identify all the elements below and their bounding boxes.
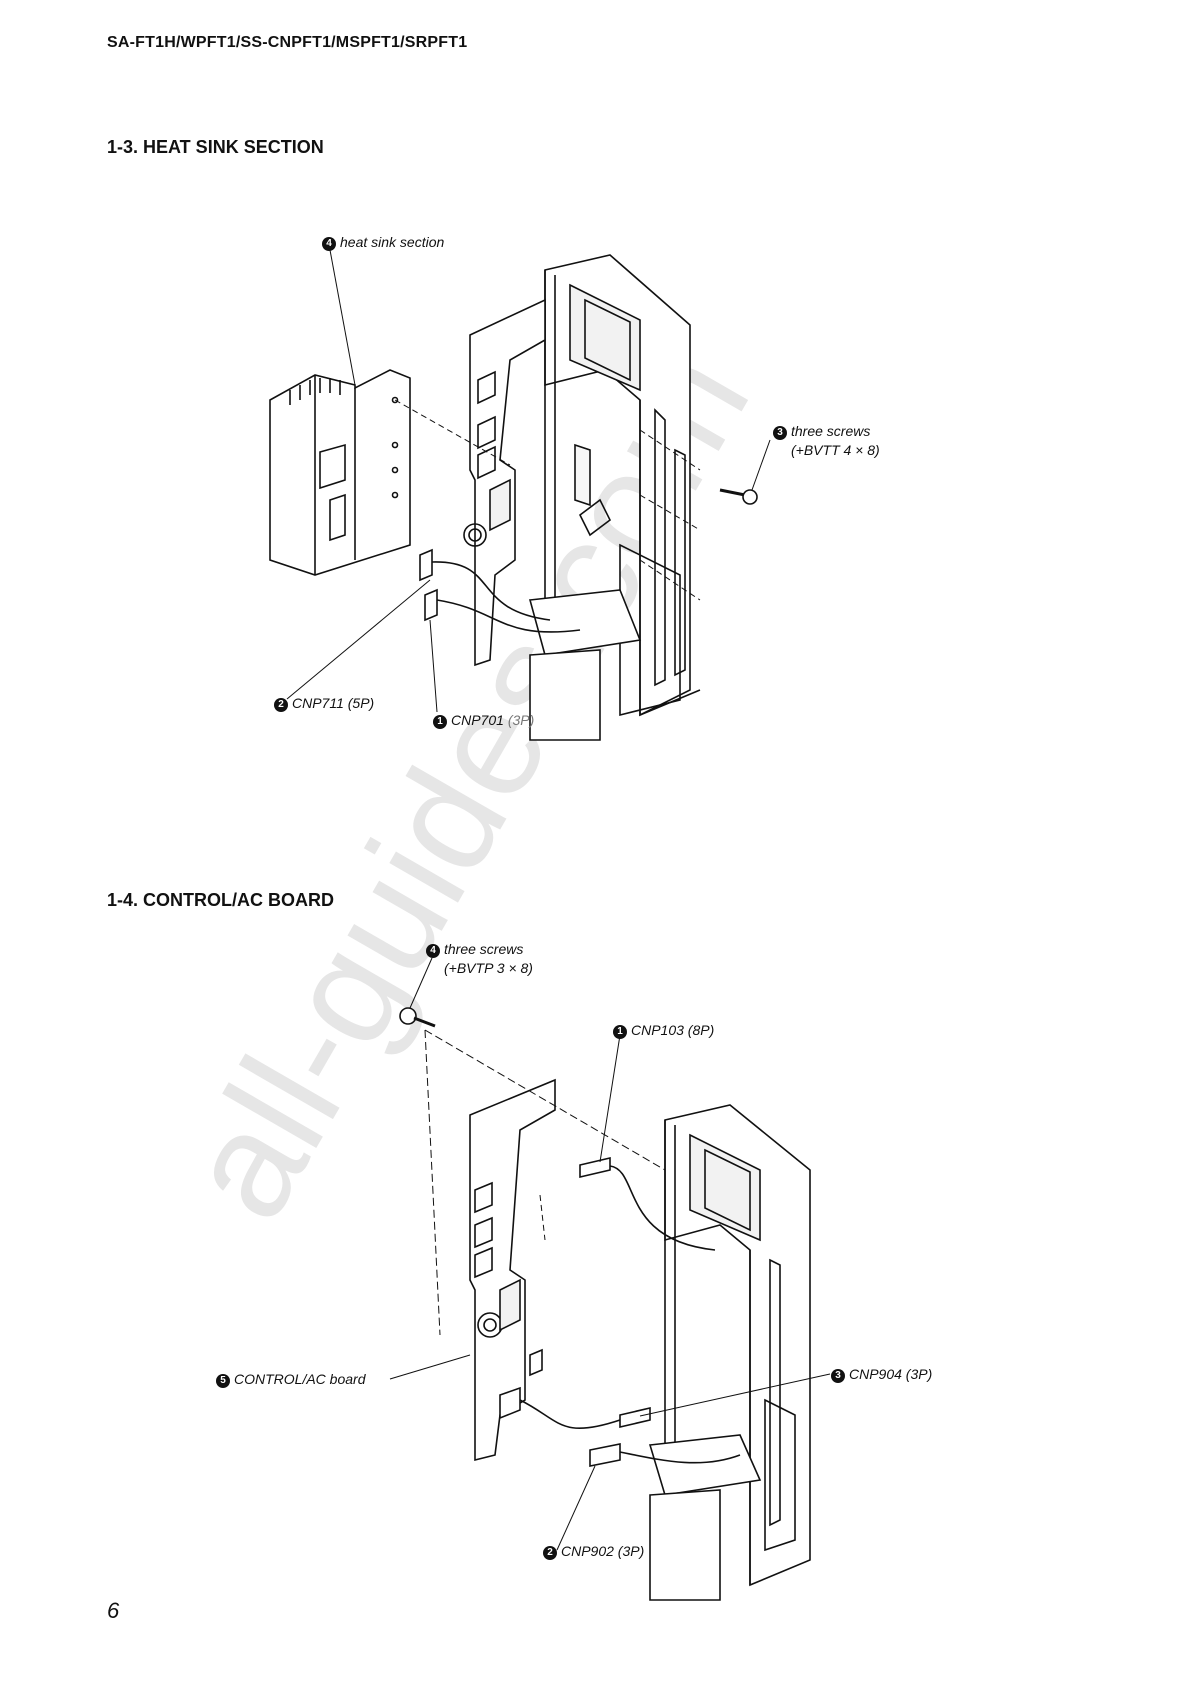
page-number: 6 (107, 1598, 119, 1624)
section-title-heat-sink: 1-3. HEAT SINK SECTION (107, 137, 324, 158)
model-header: SA-FT1H/WPFT1/SS-CNPFT1/MSPFT1/SRPFT1 (107, 34, 467, 52)
section-title-control-ac-board: 1-4. CONTROL/AC BOARD (107, 890, 334, 911)
